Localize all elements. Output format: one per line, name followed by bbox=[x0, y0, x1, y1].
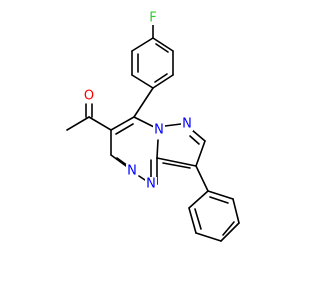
bond bbox=[164, 123, 182, 127]
phenyl-ring bbox=[188, 190, 240, 242]
bond bbox=[207, 190, 234, 200]
bond bbox=[131, 37, 154, 52]
atom-n-triazine-a: N bbox=[126, 164, 138, 179]
double-bond-inner bbox=[155, 43, 169, 53]
bond bbox=[232, 198, 240, 224]
atom-label-n-triazine-b: N bbox=[146, 177, 156, 192]
atom-f: F bbox=[147, 11, 159, 26]
atom-label-f: F bbox=[149, 11, 156, 26]
pyrazole-ring bbox=[156, 123, 206, 169]
molecule-diagram: F O N N N N bbox=[66, 11, 240, 242]
double-bond-inner bbox=[189, 135, 200, 145]
double-bond-inner bbox=[115, 123, 134, 135]
bond bbox=[195, 140, 206, 167]
bond bbox=[220, 222, 240, 242]
bond bbox=[152, 37, 174, 52]
atom-label-o: O bbox=[84, 89, 94, 104]
structure-canvas: F O N N N N bbox=[66, 11, 240, 242]
atom-label-n-triazine-a: N bbox=[127, 164, 137, 179]
bond bbox=[156, 139, 159, 159]
fluorophenyl-ring bbox=[131, 37, 174, 89]
double-bond-inner bbox=[154, 73, 168, 83]
atom-n-bridge: N bbox=[153, 123, 165, 138]
bond bbox=[195, 232, 222, 242]
bond bbox=[191, 129, 206, 142]
bond-methyl bbox=[66, 116, 90, 131]
acetyl-group bbox=[66, 103, 112, 131]
bond bbox=[110, 116, 135, 131]
atom-o: O bbox=[83, 89, 95, 104]
double-bond-inner bbox=[162, 162, 191, 169]
bond bbox=[152, 74, 174, 89]
bond bbox=[133, 116, 157, 129]
bond bbox=[156, 157, 197, 167]
bond bbox=[88, 116, 112, 131]
bond bbox=[188, 190, 209, 209]
atom-n-triazine-b: N bbox=[145, 177, 157, 192]
double-bond-inner bbox=[194, 208, 202, 230]
bond bbox=[110, 154, 127, 167]
bond bbox=[131, 74, 154, 89]
bond-core-phenyl bbox=[195, 165, 209, 192]
double-bond-inner bbox=[209, 196, 229, 204]
atom-n-pyrazole: N bbox=[181, 117, 193, 132]
bond-aryl-core bbox=[133, 87, 154, 118]
bond bbox=[188, 207, 197, 234]
double-bond-inner bbox=[222, 221, 235, 236]
atom-label-n-pyrazole: N bbox=[182, 117, 192, 132]
atom-label-n-bridge: N bbox=[154, 123, 164, 138]
